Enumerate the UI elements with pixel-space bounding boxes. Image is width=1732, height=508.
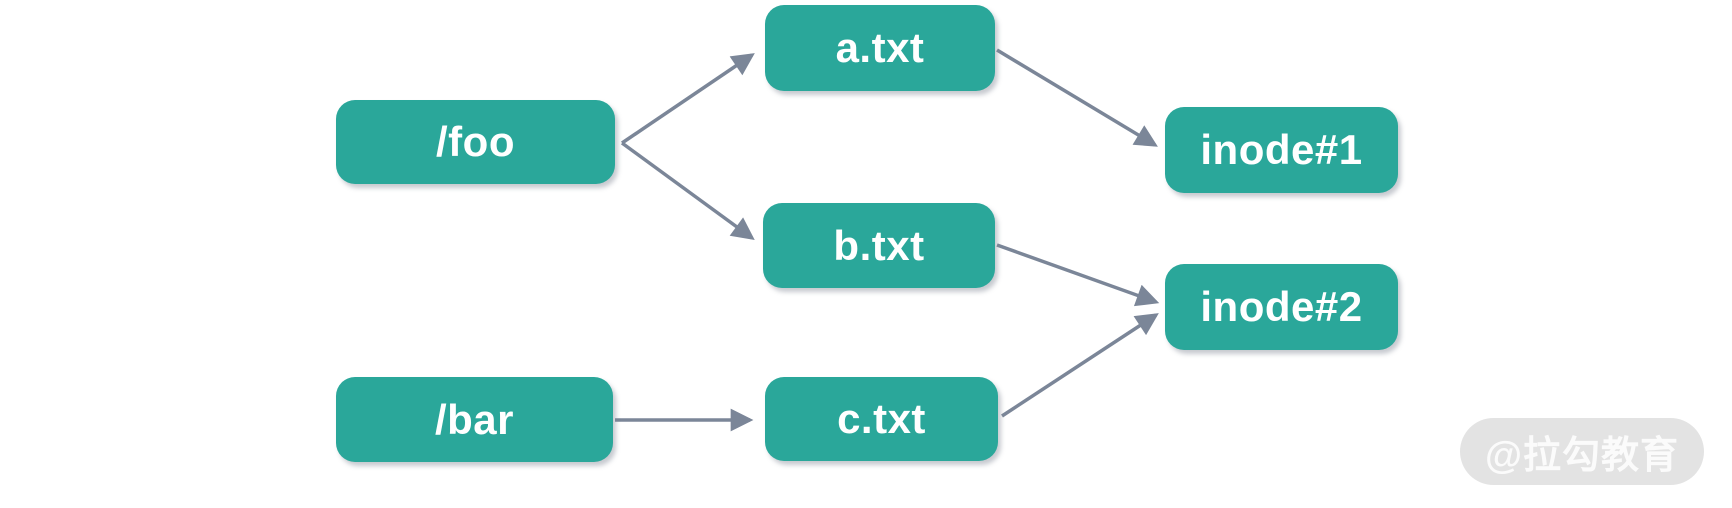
edge-b-to-inode2 xyxy=(996,243,1160,307)
node-a-txt: a.txt xyxy=(765,5,995,91)
node-c-txt-label: c.txt xyxy=(837,395,926,442)
edge-foo-to-b xyxy=(620,141,755,241)
edge-a-to-inode1 xyxy=(996,48,1158,147)
node-bar: /bar xyxy=(336,377,613,462)
node-inode2: inode#2 xyxy=(1165,264,1398,350)
node-foo: /foo xyxy=(336,100,615,184)
node-inode1-label: inode#1 xyxy=(1200,126,1363,173)
edge-foo-to-a xyxy=(621,53,755,145)
node-b-txt: b.txt xyxy=(763,203,995,288)
node-a-txt-label: a.txt xyxy=(835,24,925,71)
node-inode2-label: inode#2 xyxy=(1200,283,1363,330)
node-bar-label: /bar xyxy=(434,395,515,443)
edge-c-to-inode2 xyxy=(1001,313,1159,418)
watermark-label: @拉勾教育 xyxy=(1484,435,1680,477)
node-c-txt: c.txt xyxy=(765,377,998,461)
node-foo-label: /foo xyxy=(436,118,515,165)
node-b-txt-label: b.txt xyxy=(833,221,925,269)
watermark-badge: @拉勾教育 xyxy=(1460,418,1704,485)
node-inode1: inode#1 xyxy=(1165,107,1398,193)
